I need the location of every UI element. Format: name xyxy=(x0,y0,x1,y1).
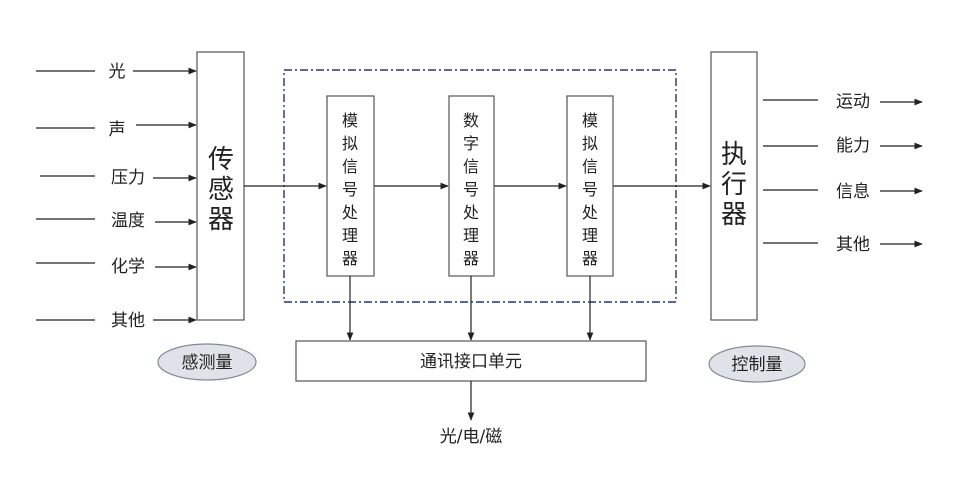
input-label: 化学 xyxy=(111,257,145,277)
input-chemical: 化学 xyxy=(36,257,197,277)
input-pressure: 压力 xyxy=(40,168,197,188)
digital-processor: 数 字 信 号 处 理 器 xyxy=(448,95,495,277)
input-other: 其他 xyxy=(36,311,197,331)
processor-char: 拟 xyxy=(342,134,358,153)
input-label: 温度 xyxy=(111,211,145,231)
output-motion: 运动 xyxy=(763,92,923,112)
comm-links xyxy=(346,276,594,341)
sensor-char: 器 xyxy=(208,205,234,235)
output-label: 其他 xyxy=(836,235,870,255)
processor-char: 号 xyxy=(463,180,479,199)
comm-interface-unit: 通讯接口单元 xyxy=(295,340,647,382)
control-badge-label: 控制量 xyxy=(732,355,783,375)
input-label: 其他 xyxy=(111,311,145,331)
processor-char: 器 xyxy=(582,249,598,268)
processor-char: 器 xyxy=(342,249,358,268)
sensing-badge-label: 感测量 xyxy=(182,353,233,373)
processor-char: 理 xyxy=(342,226,358,245)
sensing-badge: 感测量 xyxy=(157,343,257,381)
comm-unit-label: 通讯接口单元 xyxy=(420,352,522,372)
processor-char: 理 xyxy=(463,226,479,245)
input-sound: 声 xyxy=(36,120,197,140)
comm-output-label: 光/电/磁 xyxy=(440,427,502,447)
actuator-char: 执 xyxy=(721,140,747,170)
processor-char: 理 xyxy=(582,226,598,245)
processor-char: 号 xyxy=(342,180,358,199)
processor-char: 模 xyxy=(342,111,358,130)
processor-char: 信 xyxy=(463,157,479,176)
input-group: 光 声 压力 温度 化学 其他 xyxy=(36,62,197,331)
analog-processor-1: 模 拟 信 号 处 理 器 xyxy=(326,95,375,277)
sensor-char: 感 xyxy=(208,175,234,205)
sensor-char: 传 xyxy=(208,145,234,175)
processor-char: 器 xyxy=(463,249,479,268)
processor-char: 信 xyxy=(582,157,598,176)
input-light: 光 xyxy=(36,62,197,82)
output-group: 运动 能力 信息 其他 xyxy=(763,92,923,255)
processor-char: 拟 xyxy=(582,134,598,153)
output-energy: 能力 xyxy=(763,136,923,156)
actuator-char: 行 xyxy=(721,170,747,200)
input-label: 压力 xyxy=(111,168,145,188)
processor-char: 信 xyxy=(342,157,358,176)
processor-char: 数 xyxy=(463,111,479,130)
analog-processor-2: 模 拟 信 号 处 理 器 xyxy=(566,95,614,277)
actuator-char: 器 xyxy=(721,200,747,230)
input-temperature: 温度 xyxy=(36,211,197,231)
processor-char: 模 xyxy=(582,111,598,130)
processor-char: 号 xyxy=(582,180,598,199)
output-label: 运动 xyxy=(836,92,870,112)
processor-char: 处 xyxy=(582,203,598,222)
input-label: 光 xyxy=(109,62,126,82)
processor-char: 字 xyxy=(463,134,479,153)
control-badge: 控制量 xyxy=(708,345,806,383)
input-label: 声 xyxy=(109,120,126,140)
output-other: 其他 xyxy=(763,235,923,255)
processor-char: 处 xyxy=(342,203,358,222)
output-information: 信息 xyxy=(763,182,923,202)
actuator-block: 执 行 器 xyxy=(710,51,758,321)
processor-char: 处 xyxy=(463,203,479,222)
output-label: 能力 xyxy=(836,136,870,156)
sensor-block: 传 感 器 xyxy=(196,51,245,321)
output-label: 信息 xyxy=(836,182,870,202)
